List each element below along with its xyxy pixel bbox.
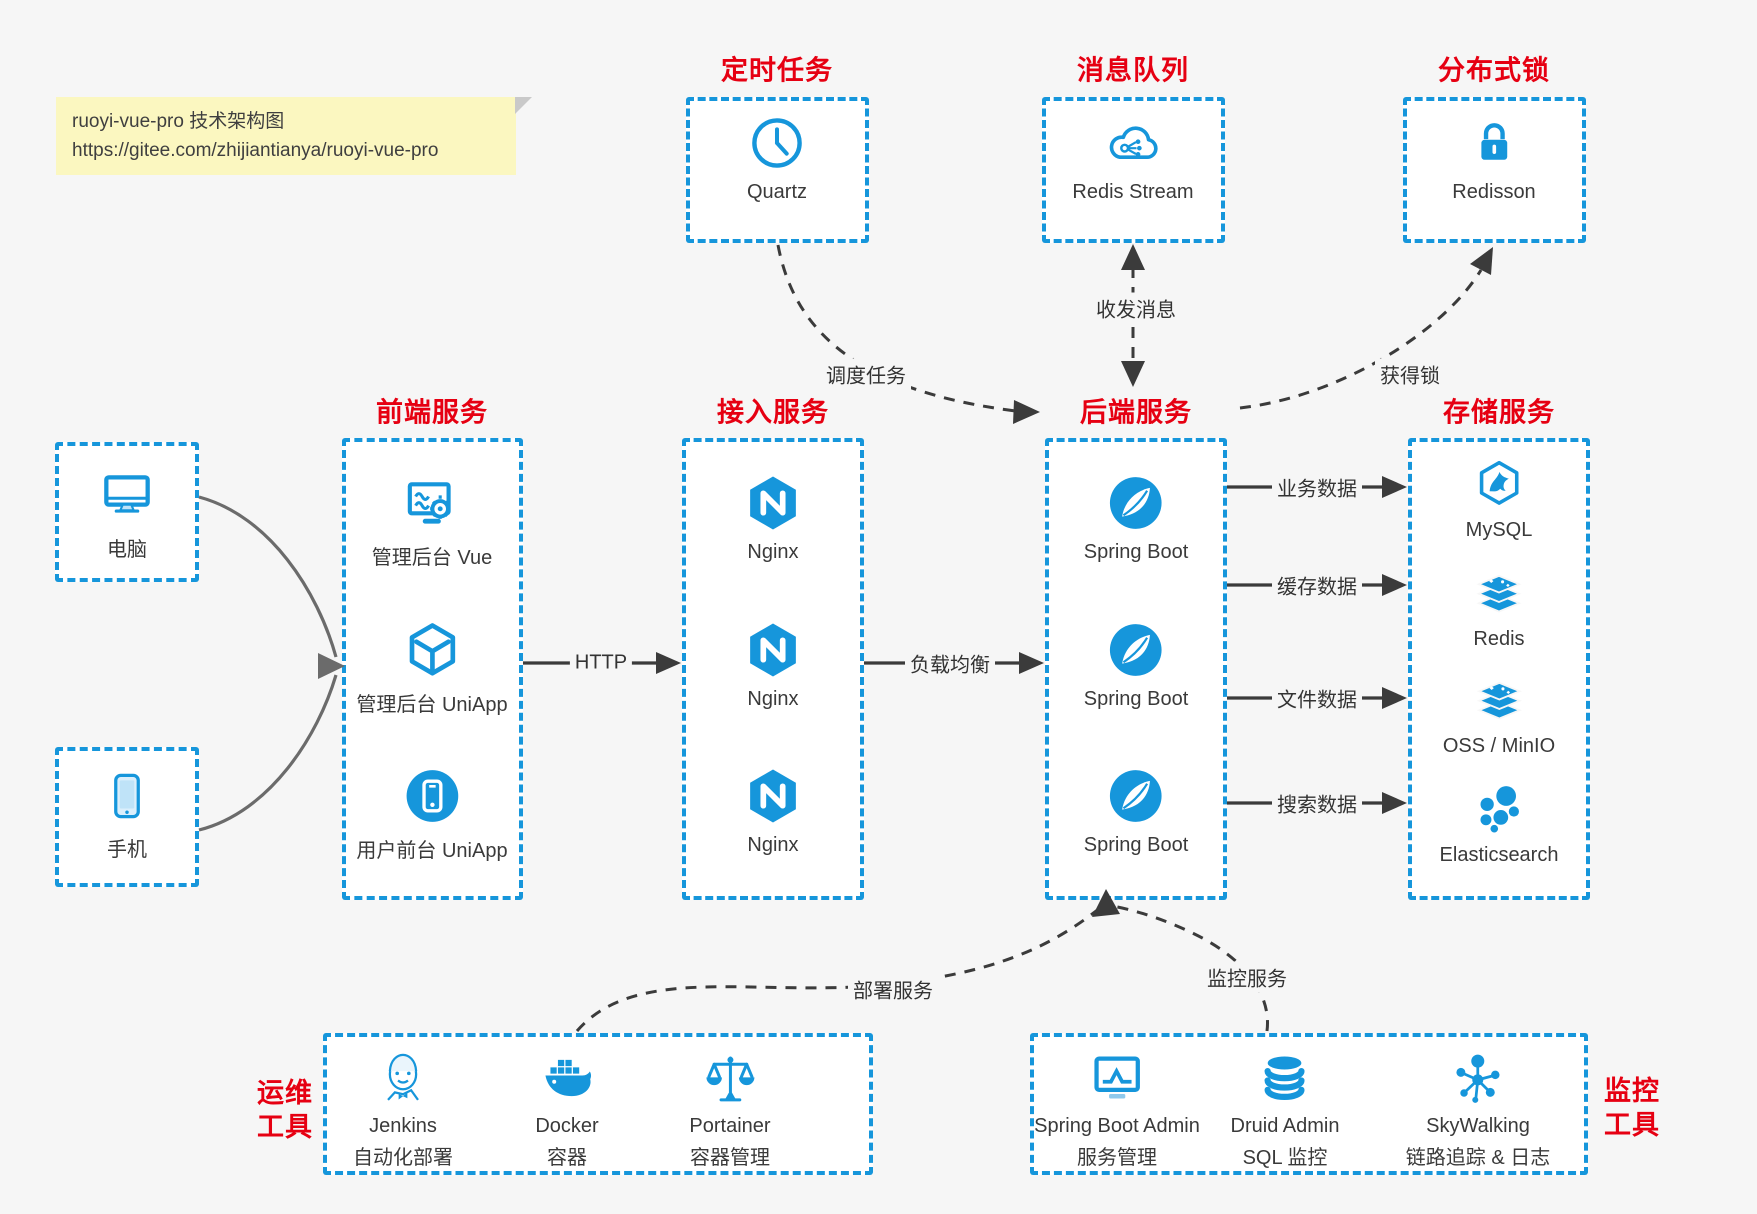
nginx-icon	[742, 765, 804, 827]
arrowhead-http	[656, 652, 681, 674]
group-title-ops-tools: 运维 工具	[257, 1078, 313, 1142]
edge-label-search-data: 搜索数据	[1272, 787, 1362, 819]
mysql-icon	[1471, 455, 1528, 512]
redis-stack-icon	[1471, 564, 1528, 621]
edge-phone-to-frontend	[198, 674, 338, 832]
spring-boot-icon	[1105, 765, 1167, 827]
nginx-icon	[742, 619, 804, 681]
node-admin-uniapp: 管理后台 UniApp	[356, 619, 508, 717]
edge-label-load-balance: 负载均衡	[905, 647, 995, 679]
node-spring-boot-1: Spring Boot	[1084, 472, 1188, 564]
note-title: ruoyi-vue-pro 技术架构图	[72, 111, 285, 132]
arrowhead-business-data	[1382, 476, 1407, 498]
node-spring-boot-3: Spring Boot	[1084, 765, 1188, 857]
redis-stack-icon	[1471, 671, 1528, 728]
note-url: https://gitee.com/zhijiantianya/ruoyi-vu…	[72, 140, 439, 161]
clock-icon	[746, 112, 808, 174]
spring-boot-icon	[1105, 619, 1167, 681]
edge-label-file-data: 文件数据	[1272, 682, 1362, 714]
group-title-monitor-tools: 监控 工具	[1604, 1076, 1660, 1140]
group-title-message-queue: 消息队列	[1077, 55, 1189, 86]
arrowhead-search-data	[1382, 792, 1407, 814]
cloud-stream-icon	[1102, 112, 1164, 174]
lock-icon	[1463, 112, 1525, 174]
druid-icon	[1255, 1048, 1315, 1108]
node-elasticsearch: Elasticsearch	[1440, 780, 1558, 867]
group-title-distributed-lock: 分布式锁	[1438, 55, 1550, 86]
group-title-frontend: 前端服务	[376, 397, 488, 428]
node-redis: Redis	[1471, 564, 1528, 651]
node-oss-minio: OSS / MinIO	[1443, 671, 1555, 758]
node-druid-admin: Druid Admin SQL 监控	[1231, 1048, 1339, 1170]
node-quartz: Quartz	[746, 112, 808, 204]
node-redis-stream: Redis Stream	[1072, 112, 1194, 204]
node-spring-boot-admin: Spring Boot Admin 服务管理	[1034, 1048, 1200, 1170]
group-title-backend: 后端服务	[1080, 397, 1192, 428]
edge-label-monitor: 监控服务	[1202, 961, 1292, 993]
box-redis-stream	[1042, 97, 1225, 243]
edge-label-cache-data: 缓存数据	[1272, 569, 1362, 601]
arrowhead-message-down	[1121, 361, 1145, 387]
edge-label-message: 收发消息	[1091, 292, 1181, 324]
nginx-icon	[742, 472, 804, 534]
node-spring-boot-2: Spring Boot	[1084, 619, 1188, 711]
node-user-uniapp: 用户前台 UniApp	[356, 765, 508, 863]
arrowhead-load-balance	[1019, 652, 1044, 674]
spring-boot-admin-icon	[1087, 1048, 1147, 1108]
edge-label-schedule: 调度任务	[821, 358, 911, 390]
edge-label-lock: 获得锁	[1375, 358, 1445, 390]
group-title-gateway: 接入服务	[717, 397, 829, 428]
node-nginx-3: Nginx	[742, 765, 804, 857]
node-redisson: Redisson	[1452, 112, 1536, 204]
arrowhead-message-up	[1121, 244, 1145, 270]
jenkins-icon	[373, 1048, 433, 1108]
node-nginx-1: Nginx	[742, 472, 804, 564]
portainer-icon	[700, 1048, 760, 1108]
arrowhead-cache-data	[1382, 574, 1407, 596]
edge-pc-to-frontend	[198, 495, 338, 658]
skywalking-icon	[1448, 1048, 1508, 1108]
spring-boot-icon	[1105, 472, 1167, 534]
group-title-storage: 存储服务	[1443, 397, 1555, 428]
arrowhead-file-data	[1382, 687, 1407, 709]
phone-icon	[97, 766, 157, 826]
user-app-icon	[401, 765, 463, 827]
elasticsearch-icon	[1471, 780, 1528, 837]
arrowhead-lock	[1470, 247, 1493, 275]
arrowhead-schedule	[1013, 400, 1040, 424]
edge-label-business-data: 业务数据	[1272, 471, 1362, 503]
desktop-icon	[95, 462, 159, 526]
sticky-note: ruoyi-vue-pro 技术架构图 https://gitee.com/zh…	[56, 97, 532, 175]
node-phone: 手机	[97, 766, 157, 862]
node-jenkins: Jenkins 自动化部署	[353, 1048, 453, 1170]
docker-icon	[537, 1048, 597, 1108]
edge-label-deploy: 部署服务	[848, 973, 938, 1005]
node-skywalking: SkyWalking 链路追踪 & 日志	[1406, 1048, 1550, 1170]
node-admin-vue: 管理后台 Vue	[372, 472, 492, 570]
node-nginx-2: Nginx	[742, 619, 804, 711]
uniapp-cube-icon	[401, 619, 463, 681]
box-redisson	[1403, 97, 1586, 243]
node-pc: 电脑	[95, 462, 159, 562]
node-mysql: MySQL	[1466, 455, 1532, 542]
node-docker: Docker 容器	[535, 1048, 599, 1170]
arrowhead-clients	[318, 653, 345, 679]
edge-label-http: HTTP	[569, 650, 633, 676]
edge-deploy	[575, 906, 1101, 1032]
group-title-scheduled-tasks: 定时任务	[721, 55, 833, 86]
admin-vue-icon	[401, 472, 463, 534]
box-ops-tools	[323, 1033, 873, 1175]
node-portainer: Portainer 容器管理	[689, 1048, 771, 1170]
